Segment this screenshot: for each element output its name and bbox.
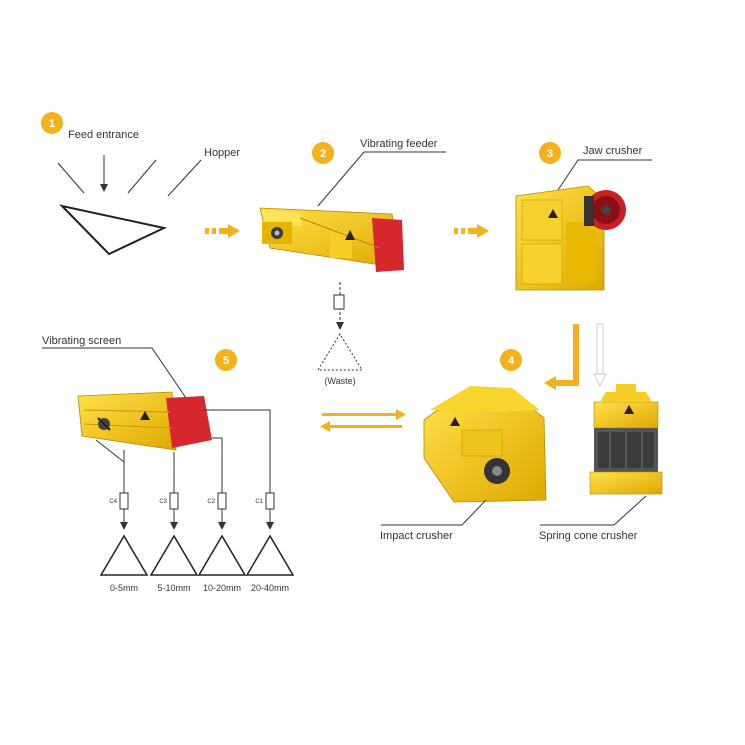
- output-pile-2: C3 5-10mm: [149, 492, 199, 593]
- vibrating-screen-label: Vibrating screen: [42, 335, 121, 347]
- screen-grate-icon: [119, 492, 129, 510]
- vibrating-feeder-machine-icon: [259, 207, 404, 272]
- vibrating-screen-machine-icon: [77, 391, 212, 451]
- vibrating-feeder-label: Vibrating feeder: [360, 138, 438, 150]
- output-size-label: 20-40mm: [251, 583, 289, 593]
- hopper-triangle-icon: [58, 204, 168, 256]
- pile-triangle-icon: [149, 534, 199, 576]
- screen-output-piles: C4 0-5mm C3 5-10mm C2 10-20mm C1 20-40mm: [99, 492, 295, 593]
- spring-cone-crusher-label: Spring cone crusher: [539, 530, 638, 542]
- step-badge-2: [312, 142, 334, 164]
- waste-label: (Waste): [324, 376, 355, 386]
- jaw-crusher-machine-icon: [515, 185, 626, 291]
- step-5-vibrating-screen: 5 Vibrating screen: [42, 335, 274, 530]
- feed-line-right: [127, 159, 157, 194]
- output-pile-3: C2 10-20mm: [197, 492, 247, 593]
- waste-pile-icon: [317, 333, 363, 371]
- pile-triangle-icon: [197, 534, 247, 576]
- jaw-crusher-pointer-line: [557, 159, 652, 191]
- waste-grate-icon: [333, 294, 345, 310]
- step-badge-4: [500, 349, 522, 371]
- output-pile-4: C1 20-40mm: [245, 492, 295, 593]
- step-3-jaw-crusher: 3 Jaw crusher: [515, 142, 652, 291]
- step-number-5: 5: [223, 355, 229, 367]
- feed-line-left: [57, 162, 85, 194]
- step-1-hopper: 1 Feed entrance Hopper: [41, 112, 240, 256]
- cone-crusher-pointer-line: [540, 495, 647, 526]
- screen-grate-icon: [217, 492, 227, 510]
- impact-crusher-pointer-line: [381, 499, 487, 526]
- screen-grate-icon: [265, 492, 275, 510]
- flow-arrow-1-2: [205, 224, 240, 238]
- output-code-label: C2: [207, 499, 215, 505]
- step-badge-1: [41, 112, 63, 134]
- step-badge-3: [539, 142, 561, 164]
- output-code-label: C1: [255, 499, 263, 505]
- flow-arrow-4-5: [320, 409, 406, 432]
- output-pile-1: C4 0-5mm: [99, 492, 149, 593]
- output-size-label: 10-20mm: [203, 583, 241, 593]
- pile-triangle-icon: [99, 534, 149, 576]
- hopper-label: Hopper: [204, 147, 240, 159]
- vibrating-feeder-pointer-line: [317, 151, 446, 207]
- screen-output-lines: [95, 409, 274, 530]
- flow-arrow-2-3: [454, 224, 489, 238]
- output-code-label: C4: [109, 499, 117, 505]
- feed-entrance-label: Feed entrance: [68, 129, 139, 141]
- screen-grate-icon: [169, 492, 179, 510]
- output-size-label: 0-5mm: [110, 583, 138, 593]
- pile-triangle-icon: [245, 534, 295, 576]
- cone-crusher-machine-icon: [589, 384, 663, 495]
- impact-crusher-label: Impact crusher: [380, 530, 453, 542]
- step-number-2: 2: [320, 148, 326, 160]
- step-number-4: 4: [508, 355, 515, 367]
- output-code-label: C3: [159, 499, 167, 505]
- step-number-1: 1: [49, 118, 55, 130]
- step-2-vibrating-feeder: 2 Vibrating feeder (Waste): [259, 138, 446, 386]
- step-badge-5: [215, 349, 237, 371]
- hopper-pointer-line: [167, 159, 202, 197]
- jaw-crusher-label: Jaw crusher: [583, 145, 643, 157]
- impact-crusher-machine-icon: [423, 386, 547, 503]
- flow-arrow-3-4: [544, 324, 579, 390]
- flow-arrow-3-cone: [593, 323, 607, 388]
- step-4-crushers: 4 Impact crusher Spring cone crusher: [380, 349, 663, 542]
- step-number-3: 3: [547, 148, 553, 160]
- vibrating-screen-pointer-line: [42, 347, 187, 399]
- output-size-label: 5-10mm: [157, 583, 190, 593]
